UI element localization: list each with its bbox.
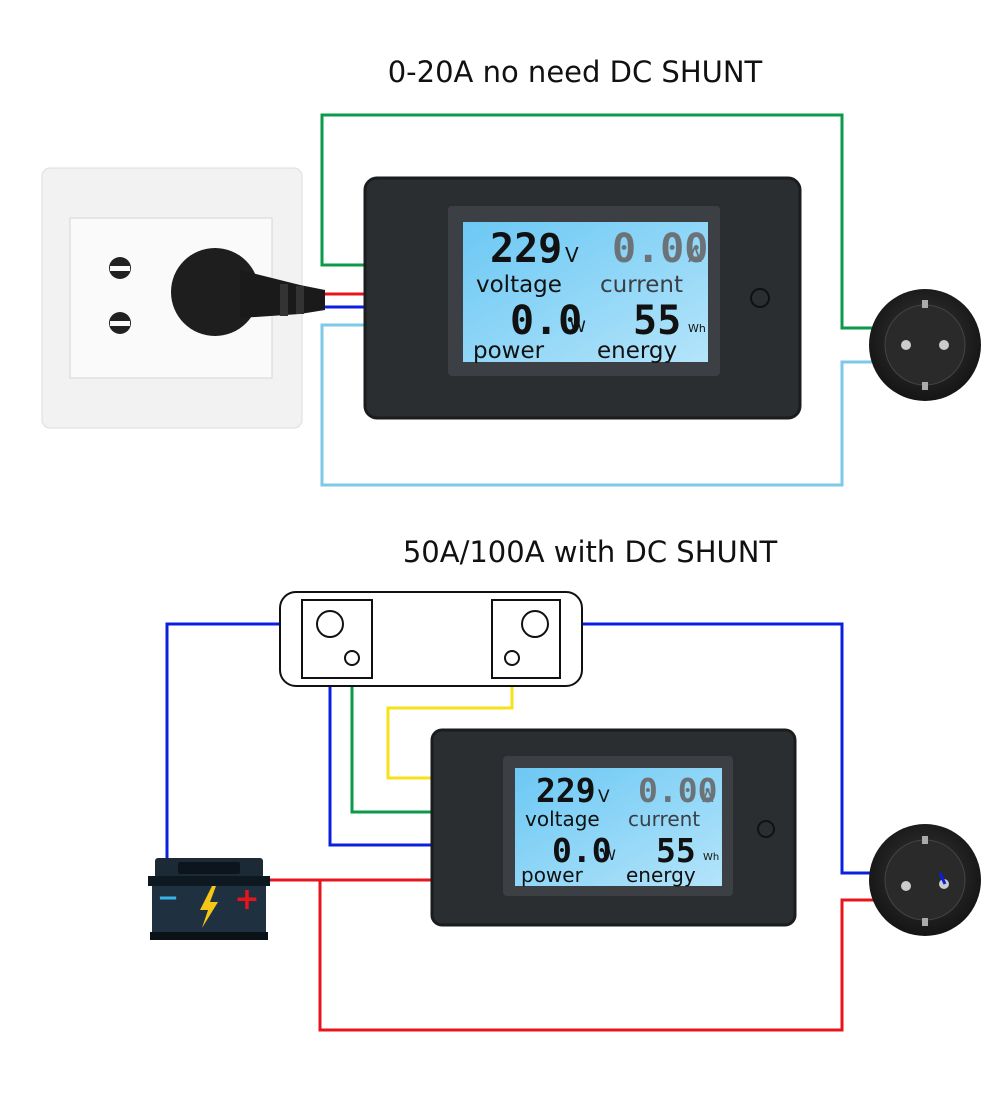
top-meter: 229 V 0.00 A voltage current 0.0 W 55 Wh… <box>363 176 802 420</box>
voltage-value: 229 <box>490 226 562 272</box>
top-wires <box>320 113 945 487</box>
current-label: current <box>628 807 700 831</box>
battery-positive: + <box>234 882 259 917</box>
yellow-wire-meter <box>386 665 514 780</box>
power-unit: W <box>602 848 616 864</box>
power-value: 0.0 <box>510 298 582 344</box>
current-value: 0.00 <box>638 771 717 810</box>
energy-value: 55 <box>633 298 681 344</box>
energy-label: energy <box>626 863 696 887</box>
power-value: 0.0 <box>552 831 612 870</box>
socket-hole-icon <box>109 257 131 334</box>
voltage-unit: V <box>598 787 610 807</box>
outlet-pin-wires <box>938 872 947 885</box>
voltage-label: voltage <box>525 807 600 831</box>
current-unit: A <box>688 243 702 267</box>
light-blue-wire <box>320 323 905 487</box>
blue-wire-meter <box>328 637 432 847</box>
power-label: power <box>521 863 584 887</box>
battery-icon: − + <box>148 858 270 940</box>
battery-negative: − <box>157 883 179 913</box>
lightning-icon <box>200 886 218 928</box>
energy-unit: Wh <box>688 322 706 335</box>
top-title: 0-20A no need DC SHUNT <box>388 55 763 89</box>
green-wire-meter <box>350 665 432 814</box>
green-wire <box>320 113 945 330</box>
bottom-meter: 229 V 0.00 A voltage current 0.0 W 55 Wh… <box>430 728 797 927</box>
power-unit: W <box>570 317 586 336</box>
meter-button[interactable] <box>757 820 775 838</box>
dc-shunt <box>279 591 583 687</box>
outlet-top <box>869 289 981 401</box>
power-label: power <box>473 338 545 364</box>
outlet-bottom <box>869 824 981 936</box>
voltage-value: 229 <box>536 771 596 810</box>
current-unit: A <box>702 787 714 807</box>
plug-icon <box>171 248 325 336</box>
energy-value: 55 <box>656 831 696 870</box>
wall-socket <box>41 167 325 429</box>
current-label: current <box>600 272 683 298</box>
voltage-label: voltage <box>476 272 562 298</box>
meter-button[interactable] <box>750 288 770 308</box>
current-value: 0.00 <box>612 226 708 272</box>
energy-unit: Wh <box>703 852 719 863</box>
voltage-unit: V <box>565 243 579 267</box>
blue-wire-battery <box>165 622 317 870</box>
bottom-title: 50A/100A with DC SHUNT <box>403 535 778 569</box>
energy-label: energy <box>597 338 677 364</box>
